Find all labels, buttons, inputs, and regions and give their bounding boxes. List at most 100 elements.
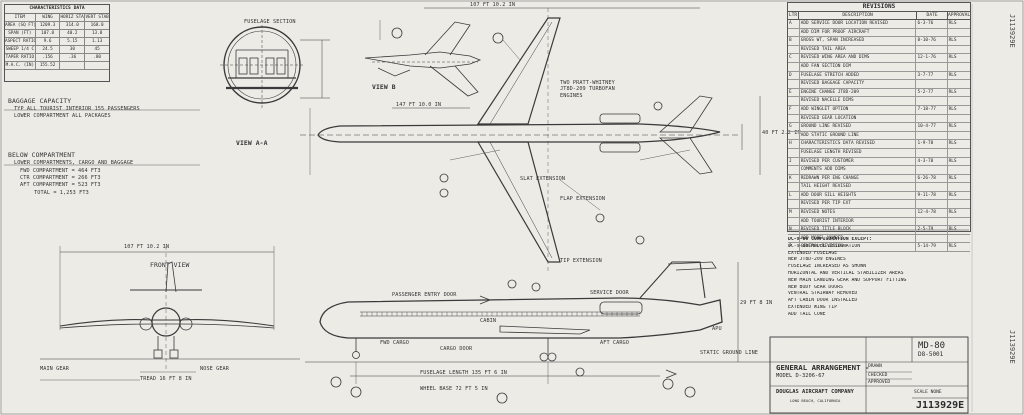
characteristics-cell: 13.8 xyxy=(91,31,103,36)
tail-span-dim: 40 FT 2.2 IN xyxy=(762,130,801,136)
revision-cell xyxy=(916,45,948,54)
characteristics-cell: .80 xyxy=(93,55,101,60)
revision-cell: C xyxy=(788,54,800,62)
revision-cell: L xyxy=(788,191,800,200)
characteristics-cell: SPAN (FT) xyxy=(5,30,36,37)
characteristics-cell: SWEEP 1/4 C xyxy=(5,46,36,53)
characteristics-cell: 168.0 xyxy=(90,23,104,28)
title-line-1: GENERAL ARRANGEMENT - xyxy=(776,363,870,372)
characteristics-data-table: CHARACTERISTICS DATA ITEM WING HORIZ STA… xyxy=(4,4,110,82)
col-header: APPROVAL xyxy=(948,13,971,18)
revision-cell: 3-7-77 xyxy=(916,71,948,80)
revision-cell: A xyxy=(788,20,800,28)
revision-row: REVISED PER TIP EXT xyxy=(788,200,970,210)
revision-cell xyxy=(948,80,970,88)
notes-header: DC-9-80 CONFIGURATION EXCEPT: xyxy=(788,237,872,242)
col-header: LTR xyxy=(788,12,799,19)
revision-cell xyxy=(948,149,970,157)
revision-row: REVISED TAIL AREA xyxy=(788,45,970,55)
revision-cell: TAIL HEIGHT REVISED xyxy=(800,183,917,191)
configuration-notes: DC-9-80 CONFIGURATION EXCEPT: DC-9-80 MO… xyxy=(788,237,968,319)
revision-row: REVISED NACELLE DIMS xyxy=(788,97,970,106)
revision-cell: RLS xyxy=(948,192,957,198)
revision-row: REVISED GEAR LOCATION xyxy=(788,114,970,124)
revision-cell xyxy=(788,62,800,71)
tread-label: TREAD 16 FT 8 IN xyxy=(140,376,192,382)
col-header: WING xyxy=(36,14,61,21)
aft-cargo-label: AFT CARGO xyxy=(600,340,630,346)
revision-cell: ADD DOOR SILL HEIGHTS xyxy=(800,191,917,200)
passenger-door-label: PASSENGER ENTRY DOOR xyxy=(392,292,457,298)
revision-cell: ENGINE CHANGE JT8D-209 xyxy=(800,88,917,97)
characteristics-cell xyxy=(85,62,109,69)
front-span-dim: 107 FT 10.2 IN xyxy=(124,244,170,250)
revision-cell: G xyxy=(788,123,800,131)
static-ground-label: STATIC GROUND LINE xyxy=(700,350,759,356)
drawing-number: J113929E xyxy=(916,400,965,411)
characteristics-cell: 45 xyxy=(94,47,100,52)
revision-cell: H xyxy=(788,140,800,148)
revision-cell xyxy=(948,46,970,54)
revision-cell xyxy=(788,97,800,105)
revision-cell xyxy=(788,28,800,37)
revision-cell: GENERAL REVISION xyxy=(800,243,917,252)
note-item: HORIZONTAL AND VERTICAL STABILIZER AREAS xyxy=(788,270,904,276)
note-item: EXTENDED FUSELAGE xyxy=(788,250,838,256)
revision-cell: ADD FAN SECTION DIM xyxy=(800,62,917,71)
view-a-label: VIEW A-A xyxy=(236,139,268,147)
characteristics-title: CHARACTERISTICS DATA xyxy=(5,5,109,14)
revision-cell xyxy=(916,114,948,123)
revision-cell: RLS xyxy=(948,89,957,95)
revision-cell xyxy=(916,217,948,226)
revision-cell xyxy=(788,114,800,123)
revision-cell: B xyxy=(788,37,800,45)
revision-cell xyxy=(916,28,948,37)
revisions-table: REVISIONS LTR DESCRIPTION DATE APPROVAL … xyxy=(787,2,971,253)
characteristics-row: TAPER RATIO.156.36.80 xyxy=(5,54,109,62)
main-gear-label: MAIN GEAR xyxy=(40,366,70,372)
revision-cell: 6-26-78 xyxy=(916,174,948,183)
note-item: NEW BODY GEAR DOORS xyxy=(788,284,843,290)
note-item: NEW MAIN LANDING GEAR AND SUPPORT FITTIN… xyxy=(788,277,907,283)
characteristics-cell: 9.6 xyxy=(36,38,61,45)
characteristics-cell: .156 xyxy=(36,54,61,61)
flap-label: FLAP EXTENSION xyxy=(560,196,606,202)
baggage-line: LOWER COMPARTMENT ALL PACKAGES xyxy=(14,113,111,119)
revision-cell xyxy=(948,115,970,123)
revision-cell: ADD MODEL NUMBER xyxy=(800,234,917,243)
apu-label: APU xyxy=(712,326,722,332)
revision-cell: REVISED TITLE BLOCK xyxy=(800,226,917,234)
revision-row: ADD TOURIST INTERIOR xyxy=(788,217,970,227)
service-door-label: SERVICE DOOR xyxy=(590,290,629,296)
revision-cell xyxy=(788,217,800,226)
revision-cell: REVISED GEAR LOCATION xyxy=(800,114,917,123)
revision-cell xyxy=(916,97,948,105)
revision-cell: RLS xyxy=(948,175,957,181)
revision-cell xyxy=(916,80,948,88)
revision-cell xyxy=(788,80,800,88)
company-name: DOUGLAS AIRCRAFT COMPANY xyxy=(776,389,854,395)
height-dim: 29 FT 8 IN xyxy=(740,300,773,306)
below-comp-line: TOTAL = 1,253 FT3 xyxy=(34,190,89,196)
revision-cell: GROSS WT, SPAN INCREASED xyxy=(800,37,917,45)
revision-cell xyxy=(916,183,948,191)
revision-cell: 6-3-76 xyxy=(916,20,948,28)
tip-ext-label: TIP EXTENSION xyxy=(560,258,602,264)
characteristics-cell: 5.15 xyxy=(60,38,86,45)
revision-cell: N xyxy=(788,226,800,234)
front-view-title: FRONT VIEW xyxy=(150,261,190,269)
note-item: DC-9-80 MODEL DESIGNATION xyxy=(788,243,861,249)
